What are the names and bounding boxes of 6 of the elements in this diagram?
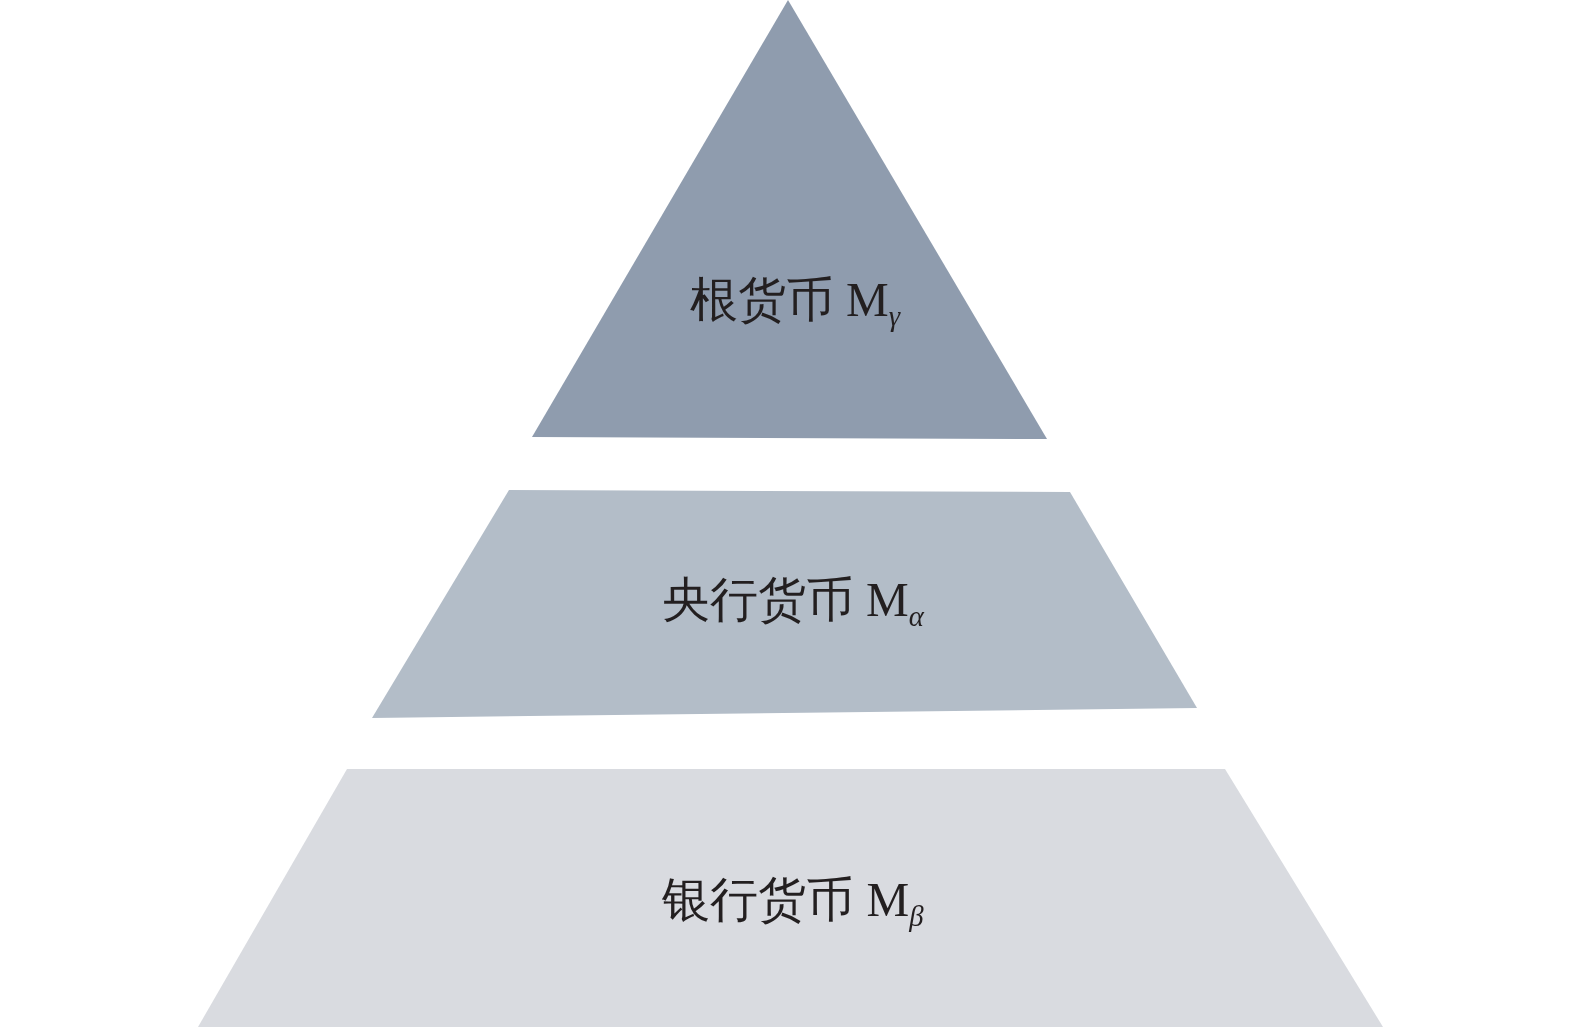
pyramid-tier <box>198 769 1383 1027</box>
tier-label: 央行货币 M$_{α}$ <box>662 575 924 631</box>
tier-label: 根货币 M$_{γ}$ <box>690 275 900 331</box>
pyramid-tier <box>532 0 1047 439</box>
pyramid-tier <box>372 490 1197 718</box>
tier-label: 银行货币 M$_{β}$ <box>662 875 924 931</box>
